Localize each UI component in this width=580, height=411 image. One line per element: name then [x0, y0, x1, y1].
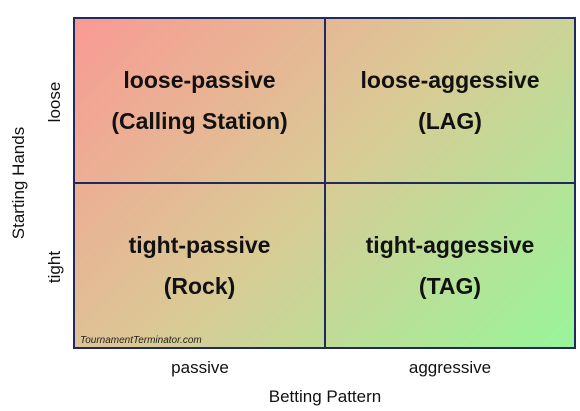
horizontal-divider [73, 182, 576, 184]
x-axis-label: Betting Pattern [268, 387, 382, 406]
watermark: TournamentTerminator.com [80, 335, 202, 346]
quadrant-title: tight-aggessive [365, 231, 535, 258]
quadrant-loose-passive: loose-passive (Calling Station) [75, 19, 324, 182]
quadrant-subtitle: (Rock) [163, 272, 236, 299]
quadrant-subtitle: (LAG) [418, 107, 482, 134]
quadrant-title: loose-passive [123, 66, 276, 93]
quadrant-tight-aggressive: tight-aggessive (TAG) [326, 184, 574, 347]
y-axis-label: Starting Hands [9, 126, 28, 240]
y-tick-loose: loose [45, 81, 64, 123]
quadrant-loose-aggressive: loose-aggessive (LAG) [326, 19, 574, 182]
quadrant-tight-passive: tight-passive (Rock) [75, 184, 324, 347]
x-tick-aggressive: aggressive [408, 358, 492, 377]
quadrant-title: loose-aggessive [360, 66, 540, 93]
quadrant-title: tight-passive [128, 231, 271, 258]
x-tick-passive: passive [171, 358, 229, 377]
y-tick-tight: tight [45, 250, 64, 284]
quadrant-subtitle: (Calling Station) [111, 107, 288, 134]
quadrant-subtitle: (TAG) [418, 272, 482, 299]
